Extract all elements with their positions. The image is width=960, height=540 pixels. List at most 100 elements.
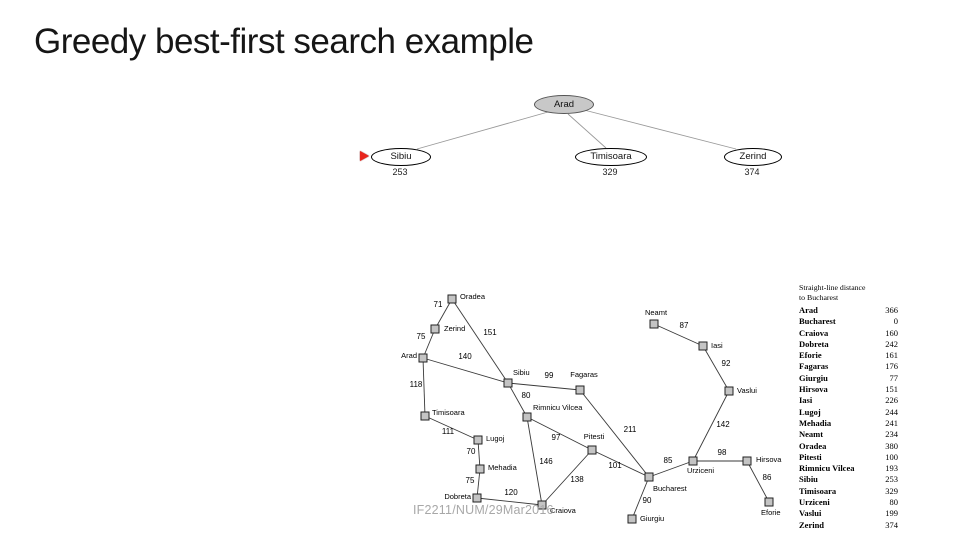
sld-city: Timisoara	[799, 485, 837, 496]
sld-city: Bucharest	[799, 316, 836, 327]
sld-distance: 176	[885, 361, 898, 372]
map-city-label-mehadia: Mehadia	[488, 463, 517, 472]
map-node-timisoara	[420, 411, 430, 421]
road-distance-zerind-arad: 75	[416, 332, 426, 341]
sld-row-hirsova: Hirsova 151	[799, 384, 898, 395]
road-distance-pitesti-bucharest: 101	[608, 461, 622, 470]
road-dobreta-craiova	[476, 497, 543, 506]
tree-node-root: Arad	[534, 95, 594, 114]
tree-edge-arad-sibiu	[416, 111, 549, 150]
sld-distance: 0	[893, 316, 898, 327]
map-city-label-arad: Arad	[401, 351, 417, 360]
sld-city: Hirsova	[799, 384, 828, 395]
sld-row-bucharest: Bucharest 0	[799, 316, 898, 327]
road-distance-mehadia-dobreta: 75	[465, 476, 475, 485]
sld-header-line2: to Bucharest	[799, 292, 839, 302]
sld-city: Rimnicu Vilcea	[799, 463, 855, 474]
road-oradea-zerind	[434, 298, 453, 330]
sld-row-rimnicu-vilcea: Rimnicu Vilcea 193	[799, 463, 898, 474]
map-node-fagaras	[575, 385, 585, 395]
map-node-dobreta	[472, 493, 482, 503]
sld-distance: 242	[885, 338, 898, 349]
road-timisoara-lugoj	[424, 415, 479, 441]
sld-row-eforie: Eforie 161	[799, 350, 898, 361]
map-city-label-lugoj: Lugoj	[486, 434, 505, 443]
road-distance-arad-timisoara: 118	[409, 380, 423, 389]
road-sibiu-rimnicu	[507, 382, 528, 418]
sld-distance: 80	[889, 497, 899, 508]
road-fagaras-bucharest	[579, 389, 650, 478]
road-craiova-pitesti	[541, 449, 593, 506]
road-distance-oradea-sibiu: 151	[483, 328, 497, 337]
sld-distance: 193	[885, 463, 898, 474]
map-city-label-eforie: Eforie	[761, 508, 781, 517]
road-distance-urziceni-vaslui: 142	[716, 420, 730, 429]
sld-distance: 199	[885, 508, 898, 519]
road-bucharest-urziceni	[648, 460, 694, 478]
map-city-label-giurgiu: Giurgiu	[640, 514, 665, 523]
road-vaslui-iasi	[702, 345, 730, 392]
map-node-vaslui	[724, 386, 734, 396]
road-distance-hirsova-eforie: 86	[762, 473, 772, 482]
road-urziceni-vaslui	[692, 390, 730, 462]
sld-city: Iasi	[799, 395, 813, 406]
map-city-label-dobreta: Dobreta	[444, 492, 471, 501]
sld-distance: 234	[885, 429, 898, 440]
road-distance-timisoara-lugoj: 111	[441, 427, 455, 436]
road-distance-sibiu-rimnicu: 80	[521, 391, 531, 400]
map-city-label-timisoara: Timisoara	[432, 408, 465, 417]
footer-text: IF2211/NUM/29Mar2016	[413, 503, 554, 517]
sld-city: Arad	[799, 305, 818, 315]
map-node-urziceni	[688, 456, 698, 466]
road-arad-sibiu	[422, 357, 509, 384]
sld-city: Giurgiu	[799, 372, 828, 383]
map-city-label-pitesti: Pitesti	[583, 432, 605, 441]
tree-edge-arad-zerind	[583, 109, 737, 150]
road-distance-iasi-neamt: 87	[679, 321, 689, 330]
sld-city: Eforie	[799, 350, 822, 361]
sld-city: Craiova	[799, 327, 829, 338]
sld-row-craiova: Craiova 160	[799, 328, 898, 339]
map-node-lugoj	[473, 435, 483, 445]
sld-distance: 100	[885, 451, 898, 462]
map-node-sibiu	[503, 378, 513, 388]
map-city-label-fagaras: Fagaras	[570, 370, 598, 379]
map-node-zerind	[430, 324, 440, 334]
road-mehadia-dobreta	[476, 468, 481, 499]
sld-table-header: Straight-line distance to Bucharest	[799, 283, 898, 302]
sld-city: Neamt	[799, 429, 824, 440]
map-city-label-hirsova: Hirsova	[756, 455, 782, 464]
map-node-oradea	[447, 294, 457, 304]
sld-city: Lugoj	[799, 406, 821, 417]
sld-city: Fagaras	[799, 361, 829, 372]
map-city-label-rimnicu: Rimnicu Vilcea	[533, 403, 583, 412]
sld-distance: 244	[885, 406, 898, 417]
sld-distance: 160	[885, 327, 898, 338]
sld-city: Zerind	[799, 519, 825, 530]
sld-distance: 161	[885, 350, 898, 361]
road-hirsova-eforie	[746, 460, 770, 503]
tree-node-zerind: Zerind	[724, 148, 782, 166]
road-distance-sibiu-fagaras: 99	[544, 371, 554, 380]
sld-row-lugoj: Lugoj 244	[799, 407, 898, 418]
road-zerind-arad	[422, 328, 436, 359]
sld-distance: 151	[885, 384, 898, 395]
map-node-arad	[418, 353, 428, 363]
sld-distance: 374	[885, 519, 898, 530]
sld-distance: 241	[885, 417, 898, 428]
map-node-craiova	[537, 500, 547, 510]
sld-city: Sibiu	[799, 474, 818, 485]
road-iasi-neamt	[653, 323, 704, 347]
tree-node-sibiu: Sibiu	[371, 148, 431, 166]
road-distance-rimnicu-pitesti: 97	[551, 433, 561, 442]
map-city-label-oradea: Oradea	[460, 292, 486, 301]
heuristic-value-sibiu: 253	[392, 167, 408, 177]
map-node-mehadia	[475, 464, 485, 474]
map-node-hirsova	[742, 456, 752, 466]
